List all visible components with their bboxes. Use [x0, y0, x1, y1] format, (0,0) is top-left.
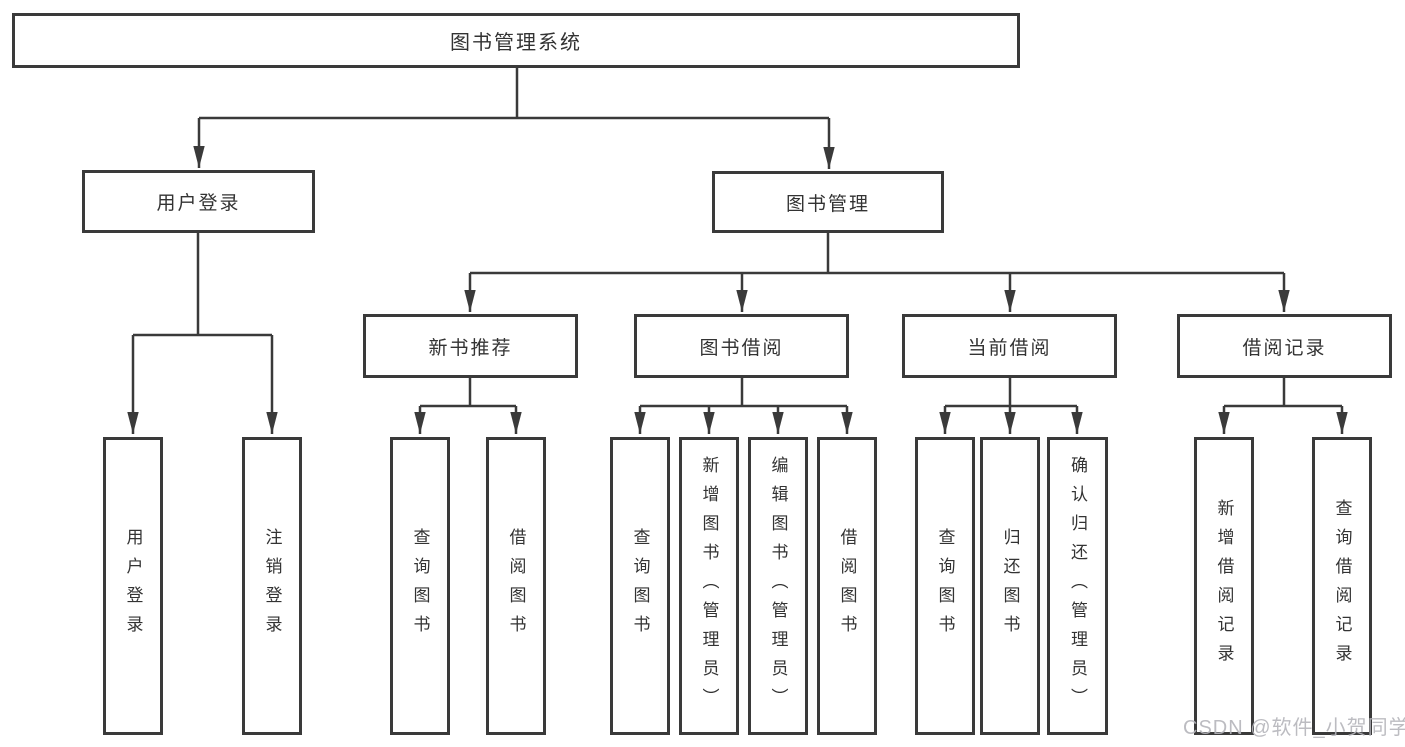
node-label: 注销登录: [262, 528, 282, 644]
node-label: 查询图书: [410, 528, 430, 644]
leaf-query-books: 查询图书: [390, 437, 450, 735]
node-label: 借阅图书: [837, 528, 857, 644]
edge-borrow-records-to-leaves: [1218, 378, 1348, 434]
node-label: 图书管理: [785, 193, 870, 215]
node-label: 新增借阅记录: [1214, 499, 1234, 673]
node-label: 确认归还（管理员）: [1068, 455, 1087, 717]
edge-book-management-to-level3: [464, 233, 1290, 312]
leaf-query-books: 查询图书: [915, 437, 975, 735]
node-book-borrow: 图书借阅: [634, 314, 849, 378]
node-label: 查询借阅记录: [1332, 499, 1352, 673]
node-borrow-records: 借阅记录: [1177, 314, 1392, 378]
node-label: 新增图书（管理员）: [699, 455, 719, 717]
node-book-management: 图书管理: [712, 171, 944, 233]
leaf-add-borrow-record: 新增借阅记录: [1194, 437, 1254, 735]
edge-book-borrow-to-leaves: [634, 378, 853, 434]
node-label: 借阅记录: [1242, 337, 1327, 359]
node-label: 用户登录: [156, 193, 241, 214]
edge-root-to-level2: [193, 68, 835, 169]
leaf-query-borrow-record: 查询借阅记录: [1312, 437, 1372, 735]
node-label: 借阅图书: [506, 528, 526, 644]
node-current-borrow: 当前借阅: [902, 314, 1117, 378]
node-label: 新书推荐: [428, 337, 513, 359]
edge-new-book-recommend-to-leaves: [414, 378, 522, 434]
leaf-return-books: 归还图书: [980, 437, 1040, 735]
leaf-user-login: 用户登录: [103, 437, 163, 735]
leaf-query-books: 查询图书: [610, 437, 670, 735]
leaf-edit-books-admin: 编辑图书（管理员）: [748, 437, 808, 735]
node-label: 用户登录: [123, 528, 143, 644]
node-user-login: 用户登录: [82, 170, 315, 233]
node-label: 图书借阅: [699, 337, 784, 359]
node-library-management-system: 图书管理系统: [12, 13, 1020, 68]
leaf-logout: 注销登录: [242, 437, 302, 735]
node-label: 查询图书: [630, 528, 650, 644]
node-label: 查询图书: [935, 528, 955, 644]
leaf-add-books-admin: 新增图书（管理员）: [679, 437, 739, 735]
node-new-book-recommend: 新书推荐: [363, 314, 578, 378]
node-label: 归还图书: [1000, 528, 1020, 644]
edge-user-login-to-leaves: [127, 233, 278, 434]
edge-current-borrow-to-leaves: [939, 378, 1083, 434]
leaf-confirm-return-admin: 确认归还（管理员）: [1047, 437, 1108, 735]
node-label: 图书管理系统: [450, 32, 582, 54]
node-label: 编辑图书（管理员）: [768, 455, 788, 717]
leaf-borrow-books: 借阅图书: [817, 437, 877, 735]
csdn-watermark: CSDN @软件_小贺同学: [1183, 717, 1405, 739]
node-label: 当前借阅: [967, 337, 1052, 359]
leaf-borrow-books: 借阅图书: [486, 437, 546, 735]
